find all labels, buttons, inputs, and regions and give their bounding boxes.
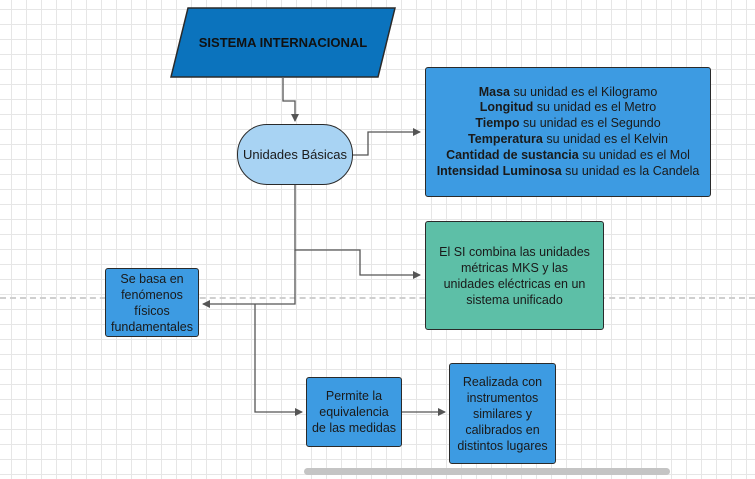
- connector-hub-units: [353, 128, 421, 156]
- unit-line: Tiempo su unidad es el Segundo: [475, 116, 661, 131]
- connector-hub-si: [294, 185, 421, 279]
- hub-node[interactable]: Unidades Básicas: [237, 124, 353, 185]
- si-box[interactable]: El SI combina las unidades métricas MKS …: [425, 221, 604, 330]
- hub-text: Unidades Básicas: [242, 147, 348, 162]
- unit-line: Cantidad de sustancia su unidad es el Mo…: [446, 147, 690, 162]
- horizontal-scrollbar[interactable]: [304, 468, 670, 475]
- fundamentals-text: Se basa en fenómenos físicos fundamental…: [110, 271, 193, 334]
- connector-to-equivalence: [254, 304, 303, 416]
- unit-line: Longitud su unidad es el Metro: [479, 100, 657, 115]
- unit-line: Intensidad Luminosa su unidad es la Cand…: [436, 163, 700, 178]
- connector-title-hub: [282, 78, 299, 122]
- equivalence-text: Permite la equivalencia de las medidas: [311, 389, 397, 435]
- fundamentals-box[interactable]: Se basa en fenómenos físicos fundamental…: [105, 268, 199, 337]
- unit-line: Masa su unidad es el Kilogramo: [478, 84, 658, 99]
- instruments-text: Realizada con instrumentos similares y c…: [457, 374, 548, 453]
- instruments-box[interactable]: Realizada con instrumentos similares y c…: [449, 363, 556, 464]
- unit-line: Temperatura su unidad es el Kelvin: [468, 132, 668, 146]
- connector-hub-fundamentals: [202, 250, 296, 308]
- title-parallelogram: [170, 7, 396, 78]
- units-box[interactable]: Masa su unidad es el Kilogramo Longitud …: [425, 67, 711, 197]
- page-break-line: [0, 297, 755, 299]
- title-node[interactable]: SISTEMA INTERNACIONAL: [170, 7, 396, 78]
- si-text: El SI combina las unidades métricas MKS …: [439, 244, 590, 307]
- equivalence-box[interactable]: Permite la equivalencia de las medidas: [306, 377, 402, 447]
- title-text: SISTEMA INTERNACIONAL: [198, 35, 368, 50]
